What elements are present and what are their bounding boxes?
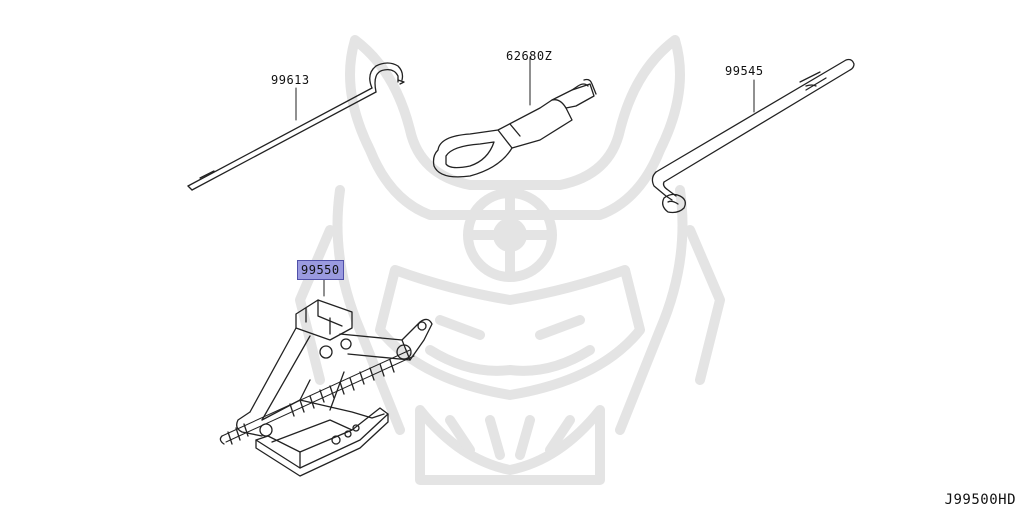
diagram-code: J99500HD xyxy=(944,492,1016,508)
part-label-99613[interactable]: 99613 xyxy=(271,73,310,87)
part-label-99550[interactable]: 99550 xyxy=(297,260,344,280)
part-label-99545[interactable]: 99545 xyxy=(725,64,764,78)
part-99613-rod xyxy=(187,62,405,191)
part-99550-jack xyxy=(219,279,433,477)
watermark-logo xyxy=(295,35,725,485)
part-99545-wrench xyxy=(651,58,855,214)
part-label-62680Z[interactable]: 62680Z xyxy=(506,49,553,63)
part-62680Z-tow-hook xyxy=(432,56,597,178)
